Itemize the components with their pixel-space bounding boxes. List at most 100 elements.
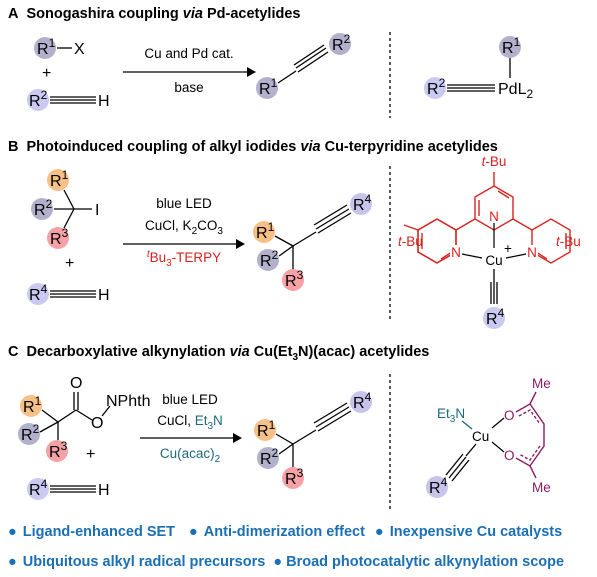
r2-label: R2: [260, 446, 279, 468]
bond: [461, 420, 473, 430]
bond: [293, 44, 325, 66]
tbu-top: t-Bu: [482, 154, 507, 169]
bond: [101, 405, 111, 417]
bond: [497, 190, 510, 199]
r3-label: R3: [49, 439, 68, 461]
r1-circle: [253, 221, 275, 243]
bond: [295, 47, 327, 69]
r2-circle: [257, 249, 279, 271]
r3-circle: [282, 269, 304, 291]
terminal-alkyne: R2 H: [27, 88, 110, 111]
acac-o-top: O: [504, 408, 515, 423]
r2-label: R2: [29, 88, 48, 110]
n-cu-bond: [505, 253, 527, 259]
bond: [403, 224, 419, 231]
r1-circle: [47, 169, 69, 191]
cu-label: Cu: [472, 429, 489, 444]
r1-circle: [254, 419, 276, 441]
r1-circle: [20, 395, 42, 417]
bond: [317, 212, 352, 234]
bond: [448, 456, 467, 479]
n-atom-bg: [450, 245, 462, 259]
bond: [315, 406, 350, 428]
r4-circle: [27, 478, 49, 500]
r1-label: R1: [23, 394, 42, 416]
bullet-row-2: ●Ubiquitous alkyl radical precursors●Bro…: [8, 554, 564, 570]
condition-catalyst: Cu and Pd cat.: [144, 46, 233, 61]
r1-label: R1: [259, 76, 278, 98]
r2-circle: [257, 447, 279, 469]
h-label: H: [98, 287, 110, 304]
cu-label: Cu: [485, 253, 502, 268]
condition-base: base: [174, 80, 203, 95]
r4-circle: [27, 283, 49, 305]
product-a: R1 R2: [256, 32, 351, 99]
acac-backbone: [515, 403, 545, 467]
r3-label: R3: [285, 466, 304, 488]
r4-label: R4: [486, 306, 505, 328]
bond: [465, 443, 477, 457]
arrow-head: [247, 67, 256, 77]
bond: [57, 409, 77, 423]
condition-light: blue LED: [162, 392, 218, 407]
cu-charge: +: [504, 241, 512, 256]
bond: [529, 391, 537, 405]
r4-label: R4: [429, 475, 448, 497]
condition-catalyst: Cu(acac)2: [160, 446, 221, 465]
i-label: I: [95, 202, 99, 219]
bond: [75, 409, 93, 421]
bond: [315, 208, 350, 230]
methyl-top: Me: [532, 376, 551, 391]
carbonyl-o: O: [70, 375, 82, 392]
r4-circle: [350, 391, 372, 413]
plus-sign: +: [65, 255, 74, 272]
product-c: R1 R2 R3 R4: [254, 390, 372, 489]
r2-circle: [31, 198, 53, 220]
r4-circle: [426, 476, 448, 498]
bond: [277, 70, 297, 84]
condition-ligand: tBu3-TERPY: [147, 249, 221, 269]
tbu-left: t-Bu: [398, 234, 423, 249]
n-left: N: [451, 245, 461, 260]
h-label: H: [98, 93, 110, 110]
r1-circle: [34, 37, 56, 59]
condition-reagents: CuCl, K2CO3: [145, 218, 223, 237]
r4-label: R4: [29, 477, 48, 499]
r3-label: R3: [50, 226, 69, 248]
r1-label: R1: [502, 35, 521, 57]
n-cu-bond: [461, 253, 483, 259]
bond: [41, 409, 59, 423]
methyl-bottom: Me: [532, 480, 551, 495]
bond: [445, 453, 464, 476]
ester-o: O: [91, 415, 103, 432]
tbu-right: t-Bu: [556, 234, 581, 249]
bond: [451, 459, 470, 482]
arrow-head: [236, 239, 245, 249]
r2-label: R2: [260, 248, 279, 270]
bond: [317, 410, 352, 432]
bond: [297, 51, 329, 73]
n-right: N: [527, 245, 537, 260]
n-atom-bg: [526, 245, 538, 259]
n-central: N: [489, 209, 499, 224]
h-label: H: [98, 482, 110, 499]
r2-label: R2: [332, 32, 351, 54]
bond: [313, 402, 348, 424]
bond: [292, 429, 317, 445]
bond: [275, 433, 294, 445]
bond: [278, 443, 294, 455]
condition-light: blue LED: [156, 196, 212, 211]
plus-sign: +: [42, 65, 51, 82]
r2-label: R2: [21, 422, 40, 444]
bond: [63, 189, 75, 210]
pd-label: PdL2: [498, 81, 533, 101]
bond: [313, 204, 348, 226]
bond: [63, 208, 75, 229]
redox-active-ester: R1 R2 R3 O O NPhth: [18, 375, 150, 462]
r1-circle: [256, 77, 278, 99]
n-atom-bg: [488, 209, 500, 223]
terminal-alkyne: R4 H: [27, 282, 110, 305]
